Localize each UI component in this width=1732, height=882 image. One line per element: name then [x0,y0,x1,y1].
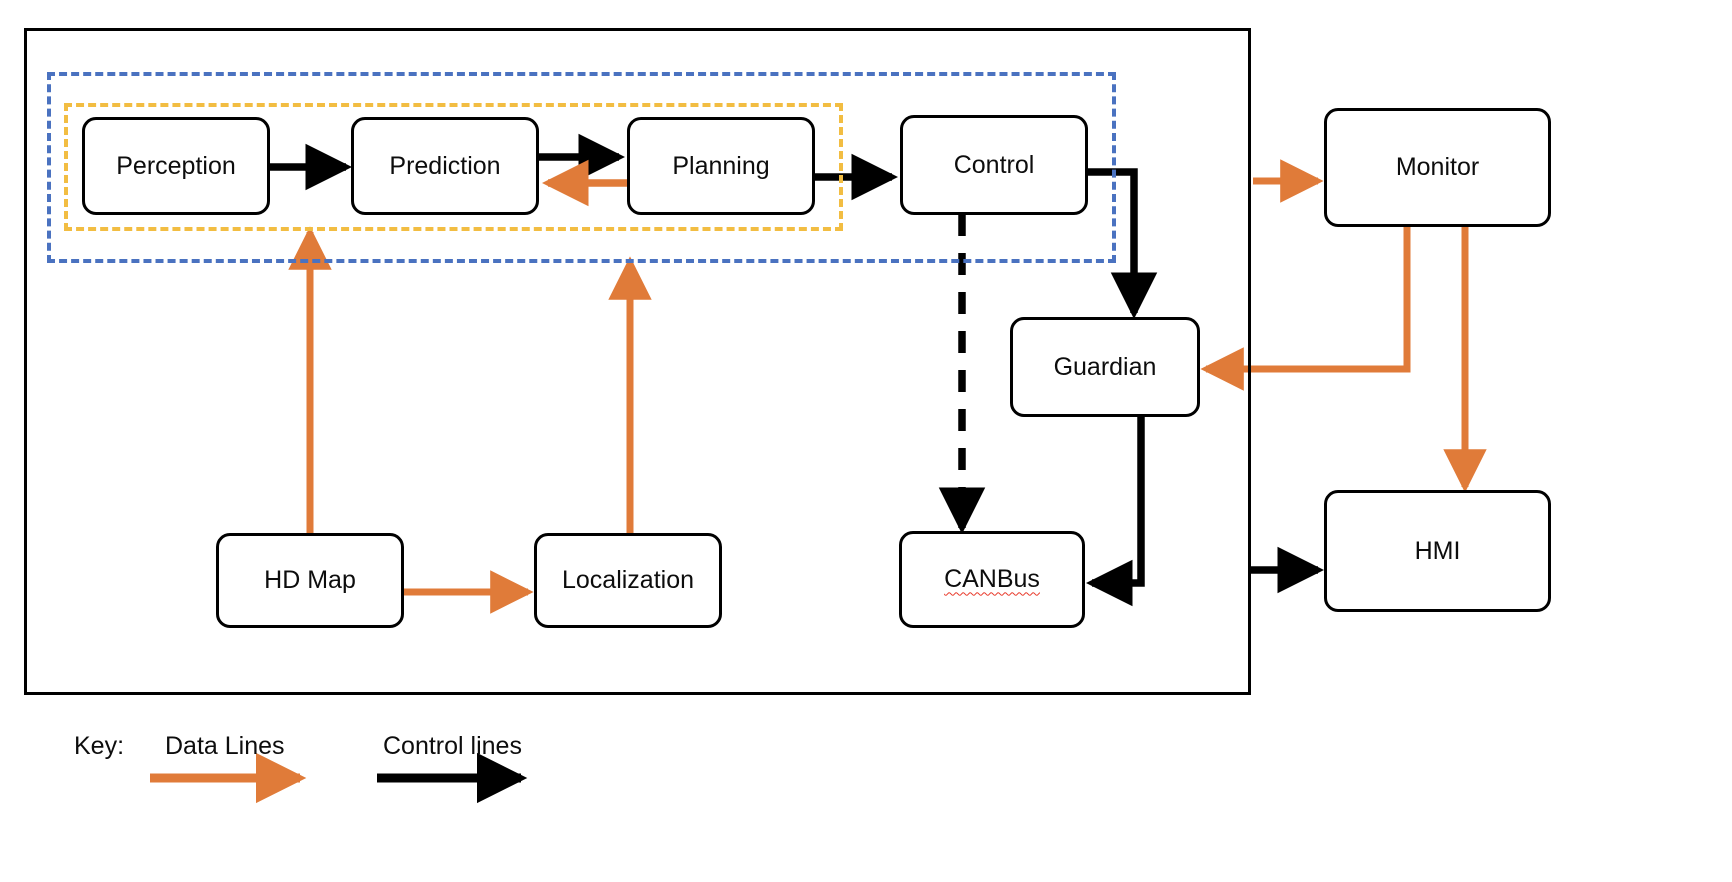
edge-guardian-to-canbus [1086,417,1145,607]
legend-control-lines-label: Control lines [383,732,522,760]
legend-key-label: Key: [74,732,125,760]
node-canbus[interactable]: CANBus [899,531,1085,628]
node-localization-label: Localization [561,566,695,595]
edge-control-to-guardian [1088,168,1158,319]
node-perception-label: Perception [116,151,236,180]
legend-data-lines-label: Data Lines [165,732,285,760]
node-control-label: Control [953,150,1035,179]
node-guardian[interactable]: Guardian [1010,317,1200,417]
system-boundary-frame [24,28,1251,695]
node-canbus-label: CANBus [944,565,1040,594]
edge-monitor-to-guardian [1200,227,1411,391]
node-monitor[interactable]: Monitor [1324,108,1551,227]
node-perception[interactable]: Perception [82,117,270,215]
node-hd-map-label: HD Map [264,566,356,595]
node-planning[interactable]: Planning [627,117,815,215]
node-guardian-label: Guardian [1053,352,1157,381]
node-hmi[interactable]: HMI [1324,490,1551,612]
node-hd-map[interactable]: HD Map [216,533,404,628]
group-amber-dashed [64,103,843,231]
group-blue-dashed [47,72,1116,263]
node-planning-label: Planning [672,151,770,180]
node-control[interactable]: Control [900,115,1088,215]
node-hmi-label: HMI [1414,536,1461,565]
node-monitor-label: Monitor [1395,153,1480,182]
node-localization[interactable]: Localization [534,533,722,628]
node-prediction[interactable]: Prediction [351,117,539,215]
node-prediction-label: Prediction [389,151,501,180]
